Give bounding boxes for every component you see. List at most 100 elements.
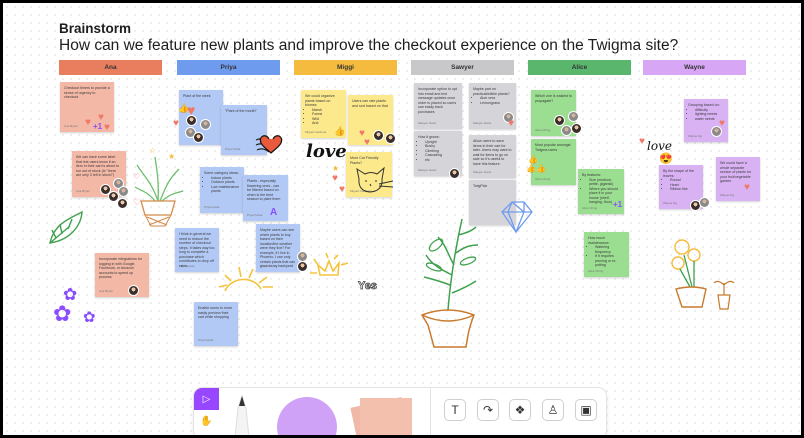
column-header-priya[interactable]: Priya [177, 60, 280, 75]
column-header-ana[interactable]: Ana [59, 60, 162, 75]
marker-tool[interactable] [231, 394, 253, 435]
sticky-text: Maybe part on practical/edible plants? [473, 87, 510, 96]
list-item: Heart [670, 183, 699, 188]
avatar [117, 198, 128, 209]
sticky-note[interactable]: Maybe users can see which plants to buy … [256, 224, 300, 272]
sticky-text: TwigPick [473, 184, 488, 188]
sticky-note-tool[interactable] [360, 398, 412, 435]
component-tool-button[interactable]: ❖ [509, 399, 531, 421]
sticky-note[interactable]: How it grows: Upright Bushy Climbing Cas… [414, 131, 462, 176]
sticky-author: Priya Kotak [198, 337, 214, 342]
list-item: Upright [425, 140, 458, 145]
sticky-text: Some category ideas: [204, 171, 239, 175]
toolbar-divider [430, 388, 431, 435]
column-header-wayne[interactable]: Wayne [643, 60, 746, 75]
sticky-text: Which one is easiest to propagate? [535, 94, 572, 103]
heart-reaction-icon: ♥ [508, 118, 514, 129]
sticky-text: We can have some label that lets users k… [76, 155, 120, 177]
sticky-note[interactable]: Most popular amongst Twigma users Alice … [531, 139, 576, 185]
avatar [568, 111, 579, 122]
plant-basket-doodle [134, 156, 184, 227]
list-item: If it requires pruning or re-potting [595, 254, 625, 268]
sticky-note[interactable]: Incorporate integrations for logging in … [95, 253, 149, 297]
sticky-note[interactable]: TwigPick [469, 180, 516, 225]
list-item: Arid [312, 121, 342, 126]
list-item: water needs [695, 117, 724, 122]
component-icon: ❖ [514, 403, 526, 417]
board-question: How can we feature new plants and improv… [59, 37, 679, 54]
image-tool-button[interactable]: ▣ [575, 399, 597, 421]
sticky-note[interactable]: "Plant of the month" Priya Kotak [221, 105, 267, 155]
list-item: Indoor plants [211, 176, 240, 181]
sticky-note[interactable]: We could organize plants based on biomes… [301, 90, 346, 138]
sticky-text: Grouping based on: [688, 103, 720, 107]
avatar [193, 132, 204, 143]
bottom-toolbar: ▷ ✋ T ↷ ❖ ♙ ▣ [194, 388, 606, 435]
column-header-sawyer[interactable]: Sawyer [411, 60, 514, 75]
sticky-author: Sawyer Hood [473, 120, 492, 125]
whiteboard-canvas[interactable]: Brainstorm How can we feature new plants… [3, 3, 801, 435]
sticky-author: Alice Ching [535, 176, 551, 181]
avatar [118, 186, 129, 197]
love-sticker: love [647, 139, 672, 153]
sticky-note[interactable]: Incorporate option to opt into email and… [414, 83, 462, 129]
sticky-author: Wayne Ng [688, 133, 702, 138]
sticky-text: How much maintenance: [588, 236, 610, 245]
list-item: etc [425, 158, 458, 163]
star-doodle: ★ [168, 152, 176, 161]
diamond-doodle [501, 201, 533, 234]
sticky-note[interactable]: Checkout timers to provide a sense of ur… [60, 82, 114, 132]
avatar [554, 115, 565, 126]
list-item: Wild [312, 117, 342, 122]
list-item: Forest [312, 112, 342, 117]
move-tool-button[interactable]: ▷ [194, 388, 219, 410]
text-tool-button[interactable]: T [444, 399, 466, 421]
list-item: Low maintenance plants [211, 185, 240, 194]
sticky-note[interactable]: We can have some label that lets users k… [72, 151, 126, 197]
star-doodle: ☆ [149, 146, 157, 155]
sticky-note[interactable]: We could have a whole separate section o… [716, 157, 760, 201]
list-item: Bushy [425, 144, 458, 149]
sticky-author: Sawyer Hood [473, 169, 492, 174]
avatar [385, 133, 396, 144]
sticky-note[interactable]: More Cat Friendly Plants? Miguel Cardona [346, 152, 392, 197]
sticky-author: Priya Kotak [247, 212, 263, 217]
avatar [373, 130, 384, 141]
sticky-text: Incorporate integrations for logging in … [99, 257, 142, 279]
sticky-note[interactable]: Enable users to more easily preview thei… [194, 302, 238, 346]
list-item: difficulty [695, 108, 724, 113]
heart-reaction-icon: ♥ [173, 118, 179, 129]
hand-tool-button[interactable]: ✋ [194, 410, 219, 432]
thumbs-up-icon: 👍 [334, 126, 346, 136]
sticky-note[interactable]: By features: Size (medium, petite, gigan… [578, 169, 624, 214]
sticky-note[interactable]: Some category ideas: Indoor plants Outdo… [200, 167, 244, 213]
sticky-author: Wayne Ng [663, 200, 677, 205]
sticky-author: Sawyer Hood [418, 120, 437, 125]
connector-tool-button[interactable]: ↷ [477, 399, 499, 421]
sticky-text: How it grows: [418, 135, 440, 139]
stamp-tool-button[interactable]: ♙ [542, 399, 564, 421]
heart-reaction-icon: ♥ [187, 102, 196, 118]
sticky-text: By features: [582, 173, 602, 177]
heart-reaction-icon: ♥ [719, 118, 725, 129]
board-title: Brainstorm [59, 21, 132, 36]
avatar [128, 285, 139, 296]
heart-reaction-icon: ♥ [332, 173, 338, 184]
flower-doodle: ✿ [83, 309, 96, 326]
sticky-note[interactable]: I think in general we need to reduce the… [175, 228, 219, 272]
list-item: Outdoor plants [211, 180, 240, 185]
column-header-miggi[interactable]: Miggi [294, 60, 397, 75]
thumbs-up-icon: 👍 [178, 103, 190, 113]
avatar [449, 168, 460, 179]
column-header-alice[interactable]: Alice [528, 60, 631, 75]
list-item: lighting needs [695, 112, 724, 117]
sticky-note[interactable]: Allow users to save items in their cart … [469, 135, 516, 178]
sticky-text: By the shape of the leaves: [663, 169, 694, 178]
sticky-note[interactable]: Plants - especially flowering ones - can… [243, 175, 288, 221]
avatar [699, 197, 710, 208]
avatar [297, 261, 308, 272]
shape-tool[interactable] [277, 397, 337, 435]
thumbs-up-icon: 👍 [528, 155, 538, 164]
sticky-text: Enable users to more easily preview thei… [198, 306, 233, 319]
sticky-note[interactable]: How much maintenance: Watering frequency… [584, 232, 629, 277]
